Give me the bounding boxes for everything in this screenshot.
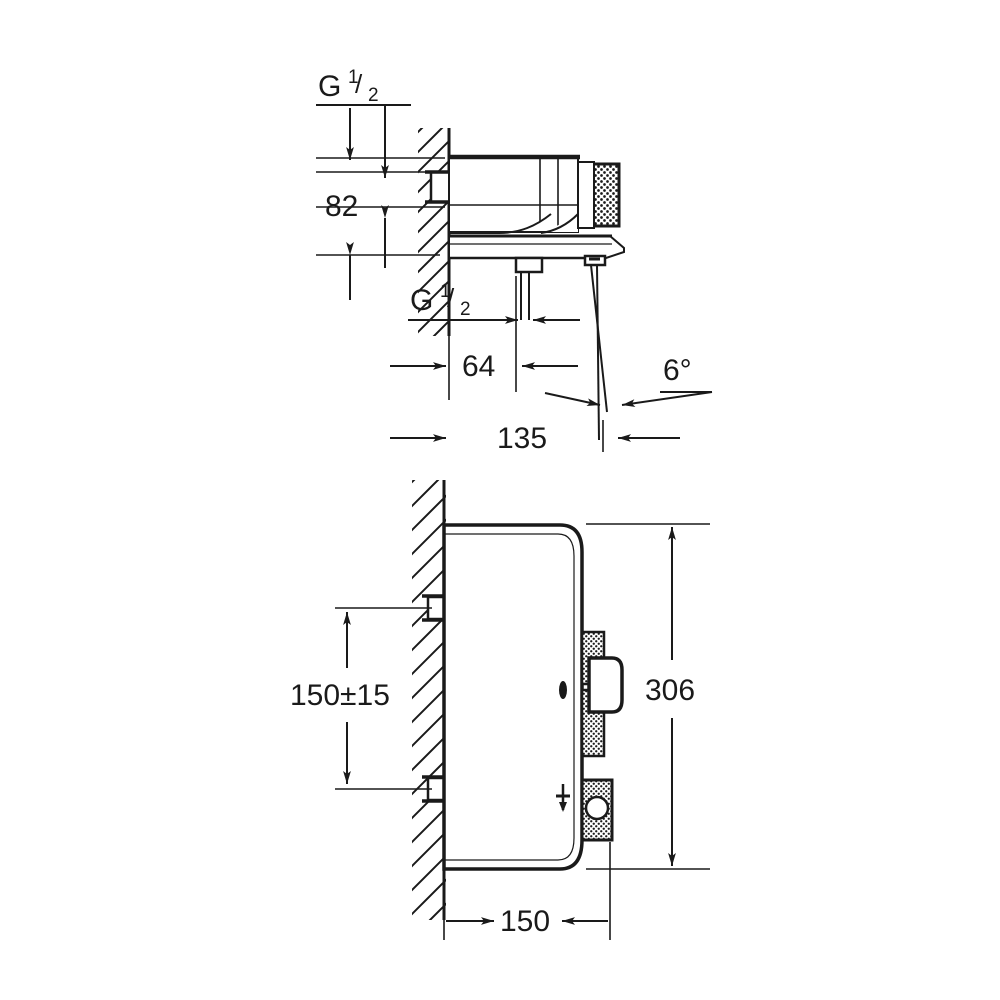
volume-handle-bottom (580, 778, 614, 842)
dim-label-306: 306 (645, 674, 695, 707)
thermostat-handle-bottom (580, 630, 624, 758)
dim-label-g-half-outlet-prefix: G (410, 284, 433, 317)
dim-label-g-half-outlet-denominator: 2 (460, 299, 471, 320)
dim-64 (390, 276, 578, 400)
hose-connector-top (583, 254, 607, 267)
outlet-stub-top (514, 256, 544, 320)
dim-150-plusminus-15 (335, 607, 432, 790)
dim-label-150-depth: 150 (500, 905, 550, 938)
dim-150-depth (443, 842, 611, 940)
dim-label-135: 135 (497, 422, 547, 455)
dim-label-g-half-outlet-slash: / (447, 283, 455, 313)
dim-6-degrees (544, 391, 713, 408)
dim-306 (586, 523, 710, 870)
dim-82 (316, 205, 445, 300)
dim-label-64: 64 (462, 350, 495, 383)
dim-label-g-half-top-denominator: 2 (368, 85, 379, 106)
dim-135 (390, 420, 680, 452)
bottom-view-group: 150±15 306 150 (290, 480, 710, 940)
dim-label-6-degrees: 6° (663, 354, 692, 387)
knurled-handle-top (577, 161, 621, 229)
arrow-indicator-icon (556, 784, 570, 812)
valve-body-top (448, 154, 580, 234)
shelf-plate-top (448, 234, 625, 260)
dim-label-g-half-top-prefix: G (318, 70, 341, 103)
face-indicator-marks (556, 681, 570, 812)
dim-label-150-plusminus-15: 150±15 (290, 679, 390, 712)
dim-g-half-top (316, 104, 445, 178)
spout-angle-lines (590, 264, 608, 441)
dim-label-g-half-top-numerator: 1 (348, 67, 359, 88)
dim-label-82: 82 (325, 190, 358, 223)
dim-label-g-half-top-slash: / (355, 69, 363, 99)
dim-label-g-half-outlet-numerator: 1 (440, 281, 451, 302)
top-view-group: G 1 / 2 82 G 1 / 2 64 (316, 67, 713, 455)
